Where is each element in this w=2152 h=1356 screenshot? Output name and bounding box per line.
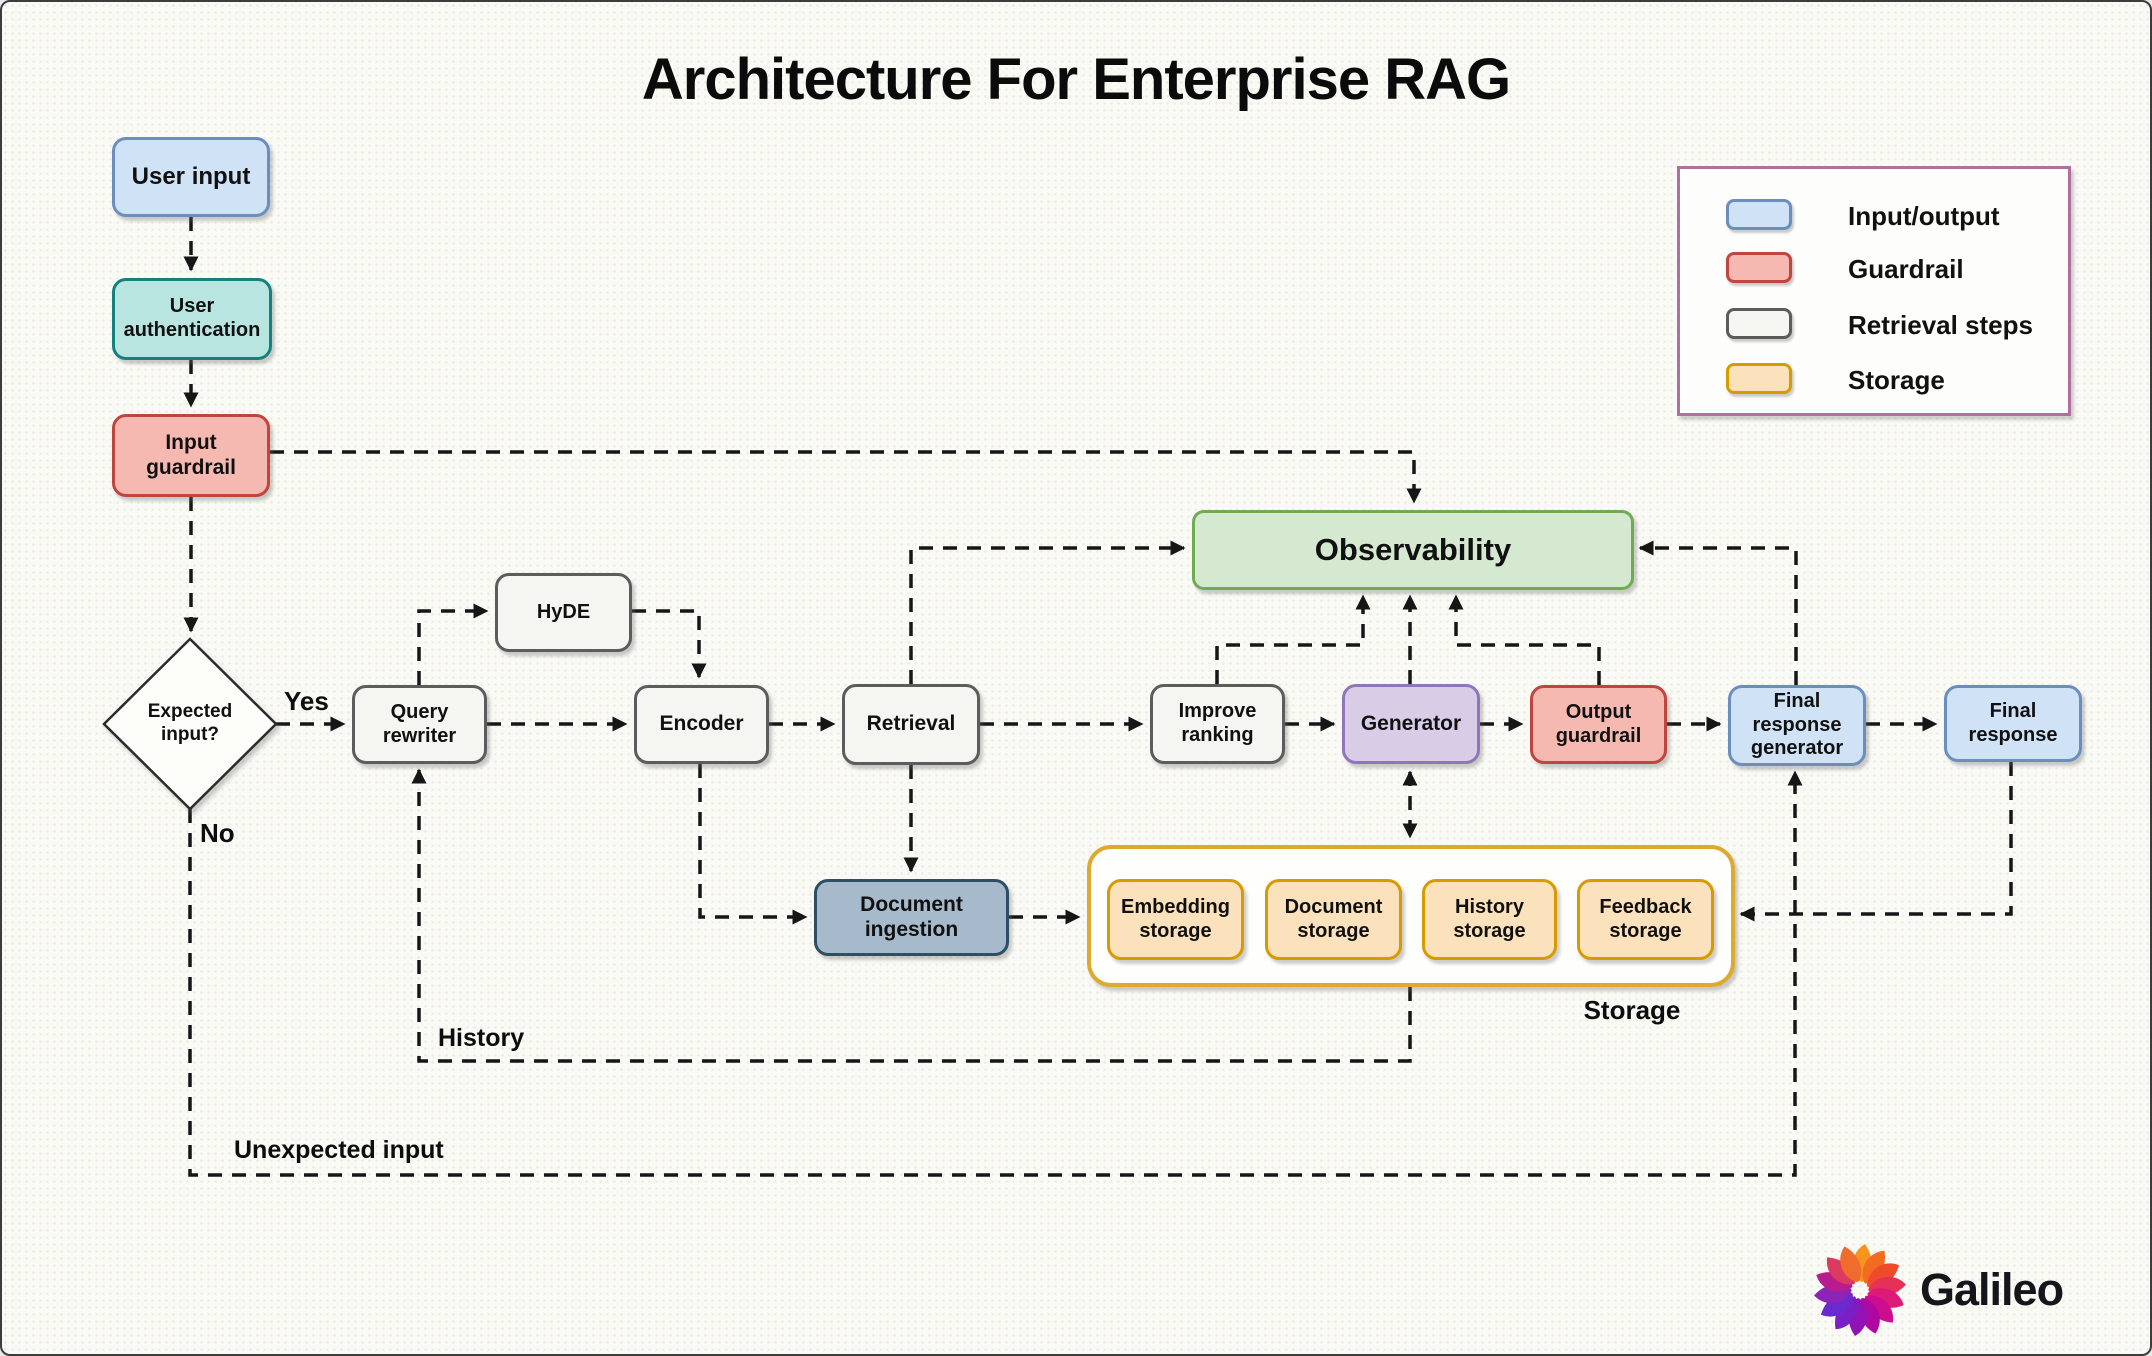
- legend-label-io: Input/output: [1848, 201, 2000, 231]
- edge-improveranking-observability: [1215, 594, 1371, 684]
- legend-label-storage: Storage: [1848, 365, 1945, 395]
- legend-row-guardrail: Guardrail: [1680, 252, 2068, 286]
- edge-label-no: No: [200, 818, 235, 848]
- edge-label-history: History: [438, 1024, 525, 1052]
- edge-outputguardrail-observability: [1448, 594, 1601, 685]
- edge-queryrewriter-hyde: [417, 603, 489, 685]
- node-embedding-storage: Embedding storage: [1107, 879, 1244, 960]
- edge-label-yes: Yes: [284, 686, 329, 716]
- edge-retrieval-observability: [909, 540, 1186, 684]
- edge-frg-observability: [1638, 540, 1798, 685]
- pinwheel-petals: [1814, 1244, 1906, 1336]
- page-title: Architecture For Enterprise RAG: [641, 47, 1511, 112]
- legend-swatch-retrieval: [1726, 308, 1792, 339]
- node-hyde: HyDE: [495, 573, 632, 652]
- node-user-input: User input: [112, 137, 270, 217]
- node-observability: Observability: [1192, 510, 1634, 590]
- node-expected-input-label: Expected input?: [147, 701, 233, 745]
- node-document-ingestion: Document ingestion: [814, 879, 1009, 956]
- node-query-rewriter: Query rewriter: [352, 685, 487, 764]
- edge-encoder-docingestion: [698, 764, 808, 925]
- legend-label-retrieval: Retrieval steps: [1848, 310, 2033, 340]
- legend-swatch-storage: [1726, 363, 1792, 394]
- node-final-response-generator: Final response generator: [1728, 685, 1866, 766]
- legend-swatch-io: [1726, 199, 1792, 230]
- decision-diamond: [102, 637, 278, 811]
- node-generator: Generator: [1342, 684, 1480, 764]
- storage-group-label: Storage: [1583, 995, 1681, 1025]
- galileo-pinwheel-icon: [1814, 1244, 1906, 1336]
- legend-row-io: Input/output: [1680, 199, 2068, 233]
- edge-label-unexpected-input: Unexpected input: [234, 1136, 444, 1164]
- galileo-logo: Galileo: [1808, 1238, 2128, 1342]
- node-user-authentication: User authentication: [112, 278, 272, 360]
- node-output-guardrail: Output guardrail: [1530, 685, 1667, 764]
- node-final-response: Final response: [1944, 685, 2082, 762]
- edge-unexpected-input: [188, 770, 1803, 1177]
- node-feedback-storage: Feedback storage: [1577, 879, 1714, 960]
- node-retrieval: Retrieval: [842, 684, 980, 765]
- legend-swatch-guardrail: [1726, 252, 1792, 283]
- galileo-wordmark: Galileo: [1920, 1264, 2064, 1315]
- node-input-guardrail: Input guardrail: [112, 414, 270, 497]
- node-history-storage: History storage: [1422, 879, 1557, 960]
- edge-guardrail-observability: [270, 450, 1422, 504]
- edge-hyde-encoder: [632, 609, 707, 679]
- node-encoder: Encoder: [634, 685, 769, 764]
- legend-row-storage: Storage: [1680, 363, 2068, 397]
- edge-history: [411, 768, 1412, 1063]
- node-improve-ranking: Improve ranking: [1150, 684, 1285, 764]
- legend: Input/output Guardrail Retrieval steps S…: [1677, 166, 2071, 416]
- legend-row-retrieval: Retrieval steps: [1680, 308, 2068, 342]
- legend-label-guardrail: Guardrail: [1848, 254, 1964, 284]
- edge-finalresponse-feedback: [1739, 762, 2013, 922]
- node-document-storage: Document storage: [1265, 879, 1402, 960]
